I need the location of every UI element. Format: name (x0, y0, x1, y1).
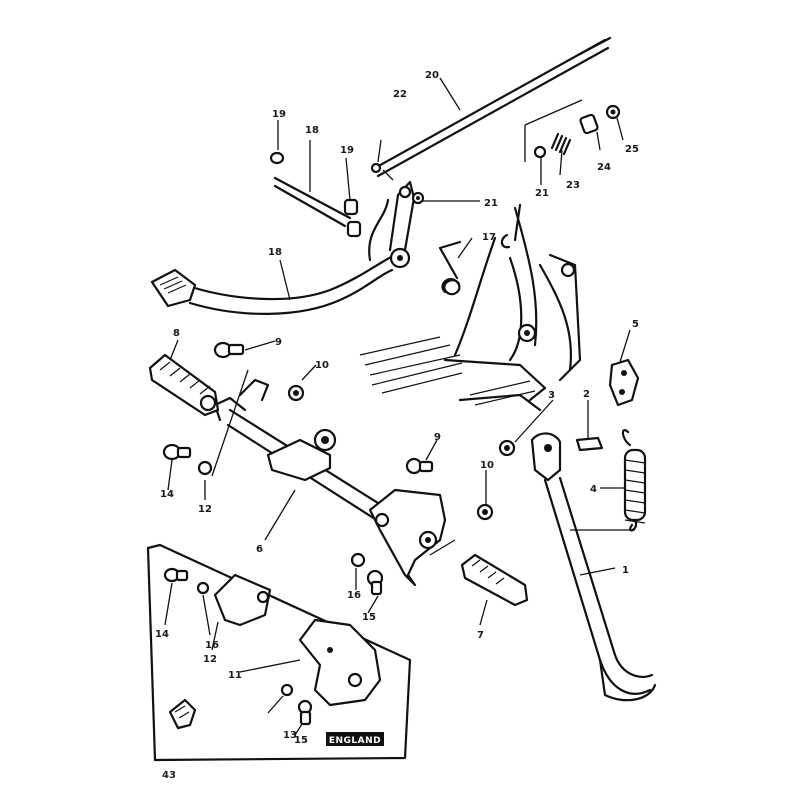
callout-labels: 1 2 3 4 5 6 7 8 9 9 10 10 11 12 12 13 14… (155, 70, 639, 746)
left-footpeg (148, 353, 220, 417)
callout-14a: 14 (160, 489, 174, 500)
fasteners (162, 162, 494, 596)
callout-11: 11 (228, 670, 242, 681)
callout-7: 7 (477, 630, 484, 641)
callout-23: 23 (566, 180, 580, 191)
footrest-bar (213, 378, 447, 587)
callout-2: 2 (583, 389, 590, 400)
england-variant-inset: ENGLAND (146, 543, 412, 762)
brake-pedal (150, 180, 416, 315)
callout-14b: 14 (155, 629, 169, 640)
callout-5: 5 (632, 319, 639, 330)
callout-24: 24 (597, 162, 611, 173)
pivot-shaft (269, 151, 362, 238)
callout-20: 20 (425, 70, 439, 81)
callout-18b: 18 (305, 125, 319, 136)
callout-18a: 18 (268, 247, 282, 258)
callout-12b: 12 (203, 654, 217, 665)
callout-15a: 15 (362, 612, 376, 623)
callout-17: 17 (482, 232, 496, 243)
callout-19b: 19 (340, 145, 354, 156)
callout-9a: 9 (275, 337, 282, 348)
callout-25: 25 (625, 144, 639, 155)
callout-16b: 16 (205, 640, 219, 651)
callout-12a: 12 (198, 504, 212, 515)
inset-england-label: ENGLAND (329, 736, 381, 746)
callout-10a: 10 (315, 360, 329, 371)
callout-9b: 9 (434, 432, 441, 443)
side-stand (498, 358, 657, 702)
callout-10b: 10 (480, 460, 494, 471)
callout-4: 4 (590, 484, 597, 495)
callout-15b: 15 (294, 735, 308, 746)
leader-lines (164, 77, 635, 736)
brake-rod (373, 36, 612, 178)
callout-3: 3 (548, 390, 555, 401)
callout-6: 6 (256, 544, 263, 555)
rod-adjuster-parts (524, 99, 621, 162)
callout-1: 1 (622, 565, 629, 576)
callout-13: 13 (283, 730, 297, 741)
page-number: 43 (162, 770, 176, 781)
frame-section (359, 203, 582, 412)
return-spring (438, 240, 462, 296)
callout-21a: 21 (484, 198, 498, 209)
right-footpeg (460, 553, 529, 607)
callout-19a: 19 (272, 109, 286, 120)
callout-22: 22 (393, 89, 407, 100)
callout-16a: 16 (347, 590, 361, 601)
callout-21b: 21 (535, 188, 549, 199)
callout-8: 8 (173, 328, 180, 339)
